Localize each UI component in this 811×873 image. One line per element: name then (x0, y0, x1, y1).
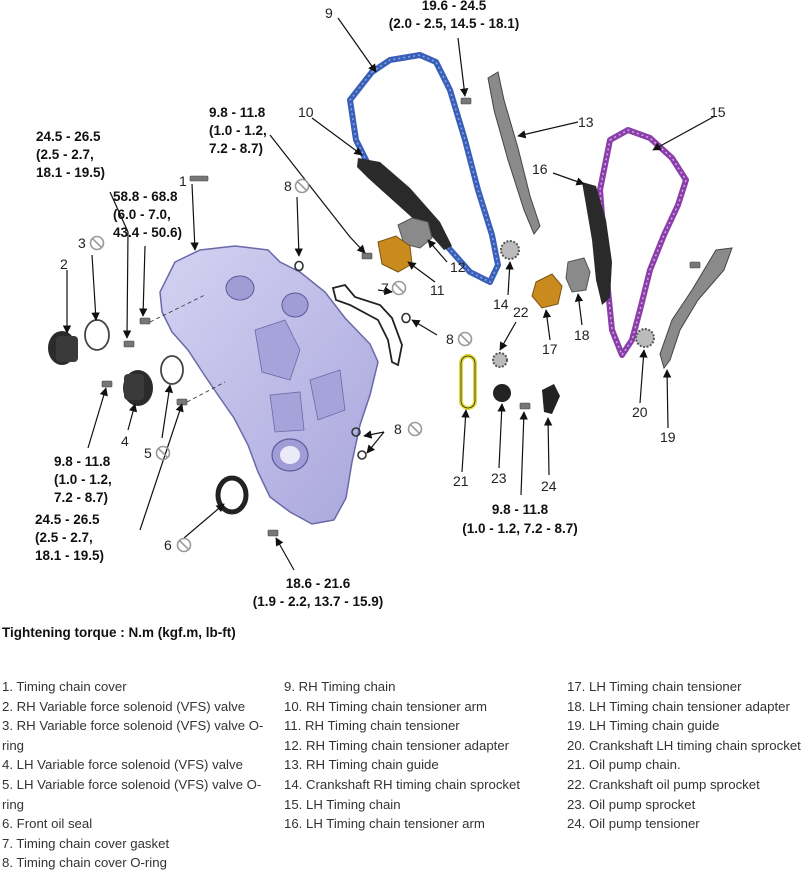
torque-unit-caption: Tightening torque : N.m (kgf.m, lb-ft) (2, 625, 236, 640)
legend-item: 20. Crankshaft LH timing chain sprocket (567, 737, 801, 753)
callout-17: 17 (542, 341, 558, 357)
torque-t4-line3: 7.2 - 8.7) (54, 490, 108, 505)
torque-t1a-line2: (2.5 - 2.7, (36, 147, 94, 162)
callout-8: 8 (284, 178, 292, 194)
callout-8: 8 (394, 421, 402, 437)
callout-1: 1 (179, 173, 187, 189)
oil-pump-tensioner (542, 384, 560, 414)
legend-item: 17. LH Timing chain tensioner (567, 679, 742, 694)
exploded-parts-diagram: 1 2 3 4 5 6 7 8 8 8 9 10 11 12 13 14 15 … (35, 0, 733, 609)
legend-item: 8. Timing chain cover O-ring (2, 855, 167, 871)
legend-item: 18. LH Timing chain tensioner adapter (567, 698, 790, 714)
callout-4: 4 (121, 433, 129, 449)
legend-item: 23. Oil pump sprocket (567, 796, 696, 812)
callout-14: 14 (493, 296, 509, 312)
legend-column-3: 17. LH Timing chain tensioner 18. LH Tim… (567, 677, 811, 834)
callout-2: 2 (60, 256, 68, 272)
callout-12: 12 (450, 259, 466, 275)
torque-t9-line1: 19.6 - 24.5 (422, 0, 487, 13)
torque-t4-line2: (1.0 - 1.2, (54, 472, 112, 487)
callout-7: 7 (381, 280, 389, 296)
rh-vfs-oring (84, 319, 110, 351)
front-oil-seal (215, 475, 249, 515)
callout-18: 18 (574, 327, 590, 343)
torque-labels: 19.6 - 24.5 (2.0 - 2.5, 14.5 - 18.1) 9.8… (35, 0, 578, 609)
callout-15: 15 (710, 104, 726, 120)
legend-item: 15. LH Timing chain (284, 796, 401, 812)
lh-vfs-valve (123, 370, 153, 406)
torque-t5-line2: (2.5 - 2.7, (35, 530, 93, 545)
leader-lines (62, 17, 716, 571)
callout-23: 23 (491, 470, 507, 486)
legend-item: 1. Timing chain cover (2, 679, 127, 694)
callout-19: 19 (660, 429, 676, 445)
legend-column-1: 1. Timing chain cover 2. RH Variable for… (2, 677, 274, 873)
legend-item: 16. LH Timing chain tensioner arm (284, 816, 485, 832)
legend-item: 21. Oil pump chain. (567, 757, 681, 773)
torque-t10-line2: (1.0 - 1.2, (209, 123, 267, 138)
torque-t10-line1: 9.8 - 11.8 (209, 105, 266, 120)
cover-orings (294, 260, 411, 460)
legend-item: 10. RH Timing chain tensioner arm (284, 698, 488, 714)
oil-pump-chain (459, 354, 477, 410)
torque-t1a-line1: 24.5 - 26.5 (36, 129, 101, 144)
torque-t9-line2: (2.0 - 2.5, 14.5 - 18.1) (389, 16, 520, 31)
callout-numbers: 1 2 3 4 5 6 7 8 8 8 9 10 11 12 13 14 15 … (60, 5, 726, 553)
callout-11: 11 (430, 282, 445, 298)
lh-timing-chain-guide (659, 247, 733, 370)
legend-item: 13. RH Timing chain guide (284, 757, 439, 773)
torque-t5-line1: 24.5 - 26.5 (35, 512, 100, 527)
legend-item: 19. LH Timing chain guide (567, 718, 720, 734)
legend-column-2: 9. RH Timing chain 10. RH Timing chain t… (284, 677, 554, 834)
legend-item: 11. RH Timing chain tensioner (284, 718, 460, 734)
cover-gasket (331, 283, 403, 367)
lh-tensioner (531, 273, 563, 309)
crank-rh-sprocket (500, 240, 520, 260)
legend-item: 3. RH Variable force solenoid (VFS) valv… (2, 718, 264, 753)
callout-13: 13 (578, 114, 594, 130)
legend-item: 7. Timing chain cover gasket (2, 835, 170, 851)
torque-t1b-line1: 58.8 - 68.8 (113, 189, 178, 204)
cover-bolts (101, 97, 701, 537)
torque-t6-line1: 18.6 - 21.6 (286, 576, 351, 591)
torque-t1b-line2: (6.0 - 7.0, (113, 207, 171, 222)
legend-item: 4. LH Variable force solenoid (VFS) valv… (2, 757, 243, 773)
legend-item: 5. LH Variable force solenoid (VFS) valv… (2, 776, 262, 812)
callout-8: 8 (446, 331, 454, 347)
lh-vfs-oring (160, 355, 184, 385)
callout-21: 21 (453, 473, 469, 489)
legend-item: 12. RH Timing chain tensioner adapter (284, 737, 510, 753)
callout-3: 3 (78, 235, 86, 251)
callout-9: 9 (325, 5, 333, 21)
torque-t1b-line3: 43.4 - 50.6) (113, 225, 182, 240)
torque-t4-line1: 9.8 - 11.8 (54, 454, 111, 469)
rh-timing-chain-guide (487, 71, 541, 235)
torque-t1a-line3: 18.1 - 19.5) (36, 165, 105, 180)
callout-22: 22 (513, 304, 529, 320)
legend-item: 2. RH Variable force solenoid (VFS) valv… (2, 698, 246, 714)
callout-24: 24 (541, 478, 557, 494)
torque-t23-line2: (1.0 - 1.2, 7.2 - 8.7) (462, 521, 578, 536)
callout-10: 10 (298, 104, 314, 120)
timing-chain-cover (159, 245, 379, 525)
crank-oil-pump-sprocket (492, 352, 508, 368)
callout-20: 20 (632, 404, 648, 420)
legend-item: 9. RH Timing chain (284, 679, 396, 694)
lh-tensioner-arm (582, 182, 612, 305)
callout-16: 16 (532, 161, 548, 177)
oil-pump-sprocket (493, 384, 511, 402)
crank-lh-sprocket (635, 328, 655, 348)
torque-t6-line2: (1.9 - 2.2, 13.7 - 15.9) (253, 594, 384, 609)
legend-item: 14. Crankshaft RH timing chain sprocket (284, 776, 521, 792)
legend-item: 22. Crankshaft oil pump sprocket (567, 776, 760, 792)
callout-6: 6 (164, 537, 172, 553)
legend-item: 6. Front oil seal (2, 816, 93, 832)
rh-vfs-valve (48, 331, 78, 365)
torque-t23-line1: 9.8 - 11.8 (492, 502, 549, 517)
torque-t5-line3: 18.1 - 19.5) (35, 548, 104, 563)
callout-5: 5 (144, 445, 152, 461)
torque-t10-line3: 7.2 - 8.7) (209, 141, 263, 156)
legend-item: 24. Oil pump tensioner (567, 816, 700, 832)
lh-tensioner-adapter (565, 257, 591, 293)
